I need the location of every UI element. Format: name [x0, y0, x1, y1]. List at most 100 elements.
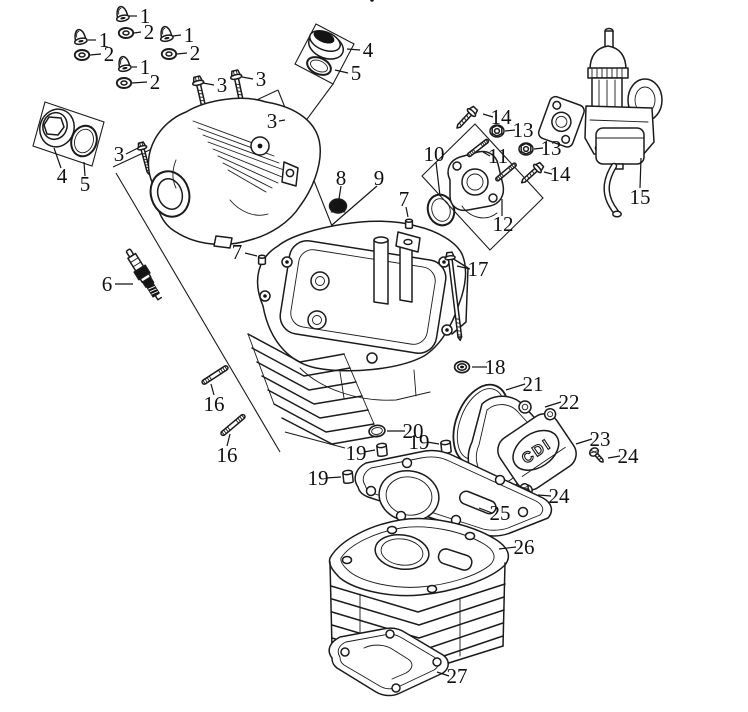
callout-label-1: 1	[140, 55, 151, 79]
callout-label-19: 19	[346, 441, 367, 465]
callout-label-23: 23	[590, 427, 611, 451]
callout-leader-27	[437, 672, 449, 676]
callout-label-25: 25	[490, 501, 511, 525]
callout-leader-9	[332, 186, 377, 225]
callout-leader-16	[227, 434, 230, 446]
callout-label-7: 7	[232, 240, 243, 264]
callout-label-1: 1	[99, 28, 110, 52]
manifold-flange-nut	[518, 142, 534, 156]
callout-leader-25	[479, 508, 492, 513]
callout-label-10: 10	[424, 142, 445, 166]
callout-label-17: 17	[468, 257, 489, 281]
callout-leader-13	[534, 148, 543, 149]
callout-leader-4	[347, 49, 360, 50]
callout-leader-2	[90, 54, 101, 55]
callout-leader-23	[576, 439, 592, 444]
callout-label-1: 1	[140, 4, 151, 28]
callout-label-15: 15	[630, 185, 651, 209]
callout-label-3: 3	[256, 67, 267, 91]
callout-label-22: 22	[559, 390, 580, 414]
callout-leader-5	[84, 162, 85, 176]
callout-label-13: 13	[513, 118, 534, 142]
cdi-cover: CDI	[491, 406, 586, 498]
callout-label-26: 26	[514, 535, 535, 559]
callout-label-16: 16	[204, 392, 225, 416]
callout-leader-2	[132, 82, 147, 83]
callout-leader-24	[608, 456, 620, 458]
callout-label-24: 24	[549, 484, 571, 508]
callout-label-21: 21	[523, 372, 544, 396]
callout-leader-17	[457, 266, 470, 269]
callout-label-11: 11	[488, 144, 508, 168]
flat-washer	[117, 27, 135, 39]
callout-leader-26	[499, 547, 516, 549]
callout-label-6: 6	[102, 272, 113, 296]
tappet-cap-box-top	[295, 24, 354, 84]
callout-leader-5	[335, 70, 348, 73]
callout-label-2: 2	[150, 70, 161, 94]
callout-leader-11	[483, 152, 490, 156]
callout-label-19: 19	[409, 430, 430, 454]
callout-leader-2	[177, 53, 187, 54]
callout-leader-3	[279, 120, 285, 121]
callout-label-24: 24	[618, 444, 640, 468]
callout-leader-15	[640, 158, 641, 188]
callout-leader-22	[545, 402, 561, 407]
callout-label-20: 20	[403, 419, 424, 443]
manifold-bolt	[452, 104, 480, 133]
spark-plug	[122, 247, 164, 303]
callout-label-4: 4	[57, 164, 68, 188]
sealing-nut	[453, 360, 471, 374]
acorn-nut	[71, 27, 89, 47]
callout-label-3: 3	[267, 109, 278, 133]
rubber-seal	[330, 199, 347, 213]
callout-label-2: 2	[190, 41, 201, 65]
callout-leader-1	[173, 35, 181, 36]
head-dowel-pin	[405, 218, 413, 229]
callout-label-14: 14	[491, 105, 513, 129]
dowel-pin	[375, 442, 389, 458]
flat-washer	[73, 49, 91, 61]
tappet-cap-top	[304, 27, 347, 79]
dowel-pin	[341, 469, 355, 485]
callout-label-16: 16	[217, 443, 238, 467]
head-fins	[248, 334, 378, 444]
intake-manifold-box	[422, 124, 543, 250]
head-dowel-pin	[258, 254, 266, 265]
callout-label-5: 5	[351, 61, 362, 85]
long-stud-bolt	[444, 252, 465, 341]
callout-label-27: 27	[447, 664, 468, 688]
callout-label-1: 1	[184, 23, 195, 47]
head-gasket	[355, 451, 551, 536]
cylinder-head	[248, 0, 468, 444]
cylinder-head-cover	[145, 98, 320, 248]
callout-leader-7	[406, 207, 408, 217]
callout-leader-3	[126, 148, 138, 154]
callout-leader-21	[506, 384, 525, 390]
callout-leader-13	[505, 130, 515, 131]
callout-label-2: 2	[104, 42, 115, 66]
intake-manifold	[448, 152, 503, 218]
callout-label-19: 19	[308, 466, 329, 490]
callout-label-4: 4	[363, 38, 374, 62]
cylinder-stud	[200, 364, 230, 386]
callout-label-13: 13	[541, 136, 562, 160]
callout-label-2: 2	[144, 20, 155, 44]
tappet-cap-box-left	[33, 102, 104, 166]
callout-leader-2	[134, 32, 141, 33]
callout-label-12: 12	[493, 212, 514, 236]
callout-leader-24	[538, 495, 551, 496]
acorn-nut	[115, 54, 133, 74]
callout-leader-7	[245, 253, 257, 256]
manifold-bolt	[517, 160, 546, 188]
callout-leader-3	[242, 77, 253, 79]
frame-lines	[33, 24, 543, 452]
acorn-nuts	[71, 4, 175, 74]
callout-leader-8	[339, 186, 341, 199]
callout-leader-14	[544, 172, 552, 174]
flat-washer	[160, 48, 178, 60]
callout-label-9: 9	[374, 166, 385, 190]
